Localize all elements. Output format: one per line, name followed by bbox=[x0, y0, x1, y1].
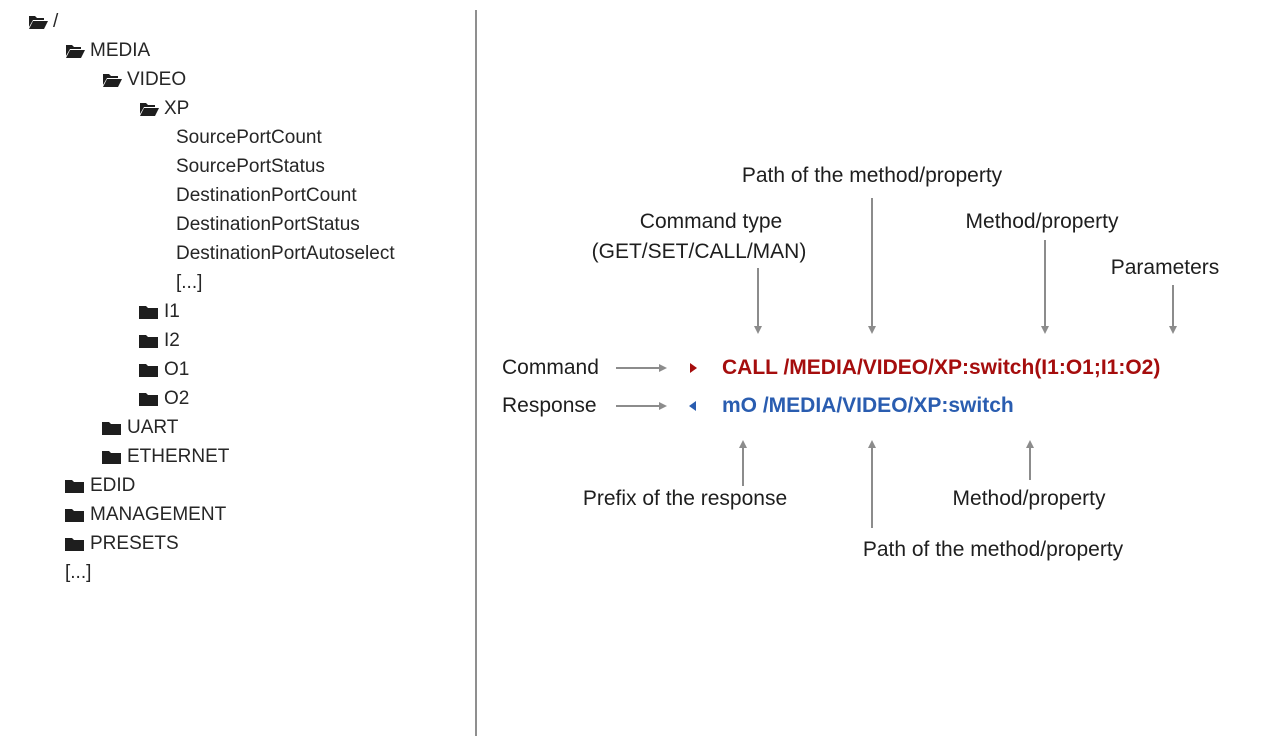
tree-item-label: DestinationPortAutoselect bbox=[176, 243, 395, 264]
tree-item[interactable]: I1 bbox=[139, 297, 180, 326]
tree-item[interactable]: ETHERNET bbox=[102, 442, 229, 471]
folder-open-icon bbox=[139, 101, 159, 116]
tree-item[interactable]: DestinationPortCount bbox=[176, 181, 357, 210]
response-text: mO /MEDIA/VIDEO/XP:switch bbox=[722, 394, 1014, 417]
tree-item-label: VIDEO bbox=[127, 69, 187, 90]
tree-item-label: ETHERNET bbox=[127, 446, 230, 467]
folder-icon bbox=[102, 449, 122, 464]
tree-item-label: [...] bbox=[176, 272, 203, 293]
tree-item[interactable]: [...] bbox=[176, 268, 202, 297]
folder-icon bbox=[139, 362, 159, 377]
tree-item[interactable]: O1 bbox=[139, 355, 189, 384]
tree-item-label: PRESETS bbox=[90, 533, 179, 554]
label-method-top: Method/property bbox=[965, 210, 1119, 233]
tree-item[interactable]: O2 bbox=[139, 384, 189, 413]
label-command-type-1: Command type bbox=[639, 210, 783, 233]
tree-item-label: I1 bbox=[164, 301, 180, 322]
tree-item[interactable]: [...] bbox=[65, 558, 91, 587]
command-marker-icon bbox=[690, 363, 697, 373]
label-command-type-2: (GET/SET/CALL/MAN) bbox=[591, 240, 807, 263]
annotation-arrows bbox=[616, 198, 1177, 528]
tree-item-label: MEDIA bbox=[90, 40, 151, 61]
folder-icon bbox=[139, 391, 159, 406]
label-prefix: Prefix of the response bbox=[582, 487, 788, 510]
tree-item[interactable]: DestinationPortStatus bbox=[176, 210, 360, 239]
tree-item[interactable]: UART bbox=[102, 413, 178, 442]
tree-item[interactable]: / bbox=[28, 7, 58, 36]
folder-open-icon bbox=[102, 72, 122, 87]
folder-icon bbox=[65, 507, 85, 522]
folder-icon bbox=[139, 333, 159, 348]
label-method-bottom: Method/property bbox=[952, 487, 1106, 510]
folder-icon bbox=[102, 420, 122, 435]
tree-item-label: DestinationPortStatus bbox=[176, 214, 360, 235]
response-marker-icon bbox=[689, 401, 696, 411]
tree-item-label: SourcePortStatus bbox=[176, 156, 325, 177]
label-path-bottom: Path of the method/property bbox=[862, 538, 1124, 561]
label-parameters: Parameters bbox=[1110, 256, 1220, 279]
tree-item-label: O2 bbox=[164, 388, 190, 409]
label-path-top: Path of the method/property bbox=[741, 164, 1003, 187]
tree-item-label: SourcePortCount bbox=[176, 127, 322, 148]
tree-item[interactable]: MEDIA bbox=[65, 36, 150, 65]
tree-item-label: / bbox=[53, 11, 59, 32]
folder-icon bbox=[139, 304, 159, 319]
tree-item[interactable]: MANAGEMENT bbox=[65, 500, 226, 529]
tree-item[interactable]: I2 bbox=[139, 326, 180, 355]
tree-item-label: UART bbox=[127, 417, 179, 438]
tree-item[interactable]: DestinationPortAutoselect bbox=[176, 239, 395, 268]
tree-item-label: MANAGEMENT bbox=[90, 504, 227, 525]
tree-item[interactable]: XP bbox=[139, 94, 189, 123]
label-command: Command bbox=[502, 356, 599, 379]
tree-item[interactable]: SourcePortStatus bbox=[176, 152, 325, 181]
tree-item-label: I2 bbox=[164, 330, 180, 351]
folder-open-icon bbox=[28, 14, 48, 29]
folder-icon bbox=[65, 536, 85, 551]
folder-open-icon bbox=[65, 43, 85, 58]
tree-item-label: EDID bbox=[90, 475, 136, 496]
command-text: CALL /MEDIA/VIDEO/XP:switch(I1:O1;I1:O2) bbox=[722, 356, 1161, 379]
folder-icon bbox=[65, 478, 85, 493]
tree-item[interactable]: EDID bbox=[65, 471, 135, 500]
tree-item-label: XP bbox=[164, 98, 190, 119]
tree-item-label: [...] bbox=[65, 562, 92, 583]
tree-item[interactable]: SourcePortCount bbox=[176, 123, 322, 152]
tree-item-label: O1 bbox=[164, 359, 190, 380]
tree-item-label: DestinationPortCount bbox=[176, 185, 357, 206]
label-response: Response bbox=[502, 394, 597, 417]
tree-item[interactable]: VIDEO bbox=[102, 65, 186, 94]
divider bbox=[475, 10, 477, 736]
command-diagram: Path of the method/property Command type… bbox=[478, 0, 1277, 736]
tree-item[interactable]: PRESETS bbox=[65, 529, 179, 558]
